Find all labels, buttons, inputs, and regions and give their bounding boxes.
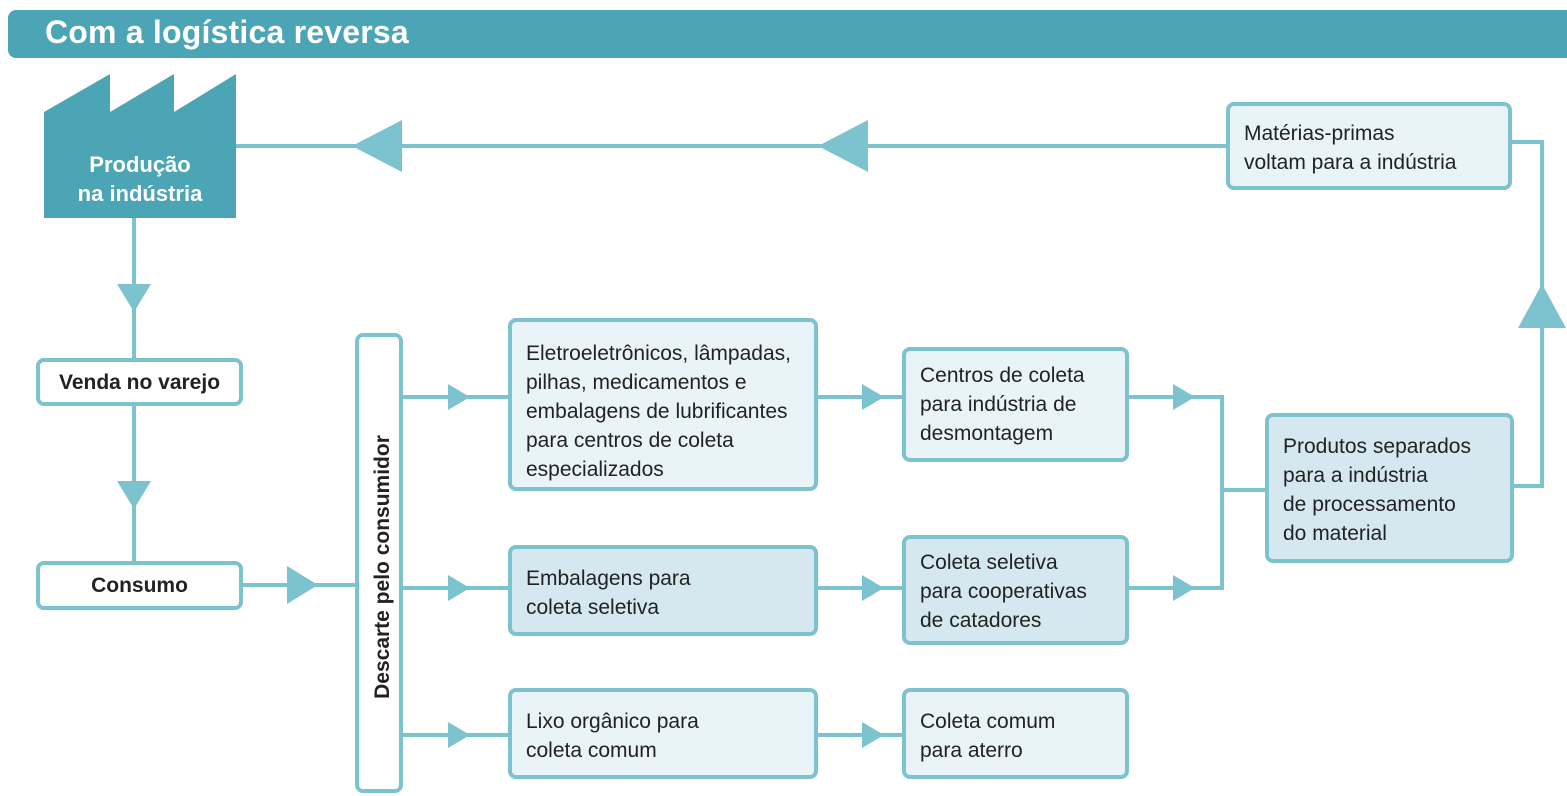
disposal-box: Descarte pelo consumidor bbox=[355, 333, 403, 793]
selective-box: Coleta seletiva para cooperativas de cat… bbox=[902, 535, 1129, 645]
dismantling-box: Centros de coleta para indústria de desm… bbox=[902, 347, 1129, 462]
raw-materials-box: Matérias-primas voltam para a indústria bbox=[1226, 102, 1512, 190]
arrow-down-1 bbox=[117, 284, 151, 312]
factory-label: Produção na indústria bbox=[77, 152, 203, 206]
landfill-label: Coleta comum para aterro bbox=[920, 710, 1056, 762]
arrow-left-1 bbox=[352, 120, 402, 172]
organic-stream-label: Lixo orgânico para coleta comum bbox=[526, 710, 699, 762]
arrow-right-selective bbox=[862, 575, 884, 601]
arrow-right-consumption bbox=[287, 566, 318, 604]
processing-label: Produtos separados para a indústria de p… bbox=[1283, 435, 1471, 545]
arrow-right-organic bbox=[448, 722, 470, 748]
dismantling-label: Centros de coleta para indústria de desm… bbox=[920, 364, 1085, 445]
processing-box: Produtos separados para a indústria de p… bbox=[1265, 413, 1514, 563]
disposal-label: Descarte pelo consumidor bbox=[371, 435, 394, 699]
arrow-right-packaging bbox=[448, 575, 470, 601]
selective-label: Coleta seletiva para cooperativas de cat… bbox=[920, 551, 1087, 632]
retail-box: Venda no varejo bbox=[36, 358, 243, 406]
page-title: Com a logística reversa bbox=[45, 14, 409, 50]
packaging-stream-label: Embalagens para coleta seletiva bbox=[526, 567, 691, 619]
consumption-label: Consumo bbox=[91, 574, 188, 597]
arrow-right-dismantling bbox=[862, 384, 884, 410]
organic-stream-box: Lixo orgânico para coleta comum bbox=[508, 688, 818, 779]
arrow-left-2 bbox=[818, 120, 868, 172]
factory-icon bbox=[44, 74, 236, 218]
header-bar: Com a logística reversa bbox=[8, 10, 1567, 58]
arrow-up bbox=[1518, 284, 1566, 328]
packaging-stream-box: Embalagens para coleta seletiva bbox=[508, 545, 818, 636]
raw-materials-label: Matérias-primas voltam para a indústria bbox=[1244, 122, 1457, 174]
consumption-box: Consumo bbox=[36, 561, 243, 610]
arrow-right-merge-2 bbox=[1173, 575, 1195, 601]
arrow-right-merge-1 bbox=[1173, 384, 1195, 410]
arrow-down-2 bbox=[117, 481, 151, 509]
retail-label: Venda no varejo bbox=[58, 371, 221, 394]
arrow-right-landfill bbox=[862, 722, 884, 748]
arrow-right-special bbox=[448, 384, 470, 410]
special-stream-box: Eletroeletrônicos, lâmpadas, pilhas, med… bbox=[508, 318, 818, 491]
landfill-box: Coleta comum para aterro bbox=[902, 688, 1129, 779]
special-stream-label: Eletroeletrônicos, lâmpadas, pilhas, med… bbox=[526, 342, 791, 481]
